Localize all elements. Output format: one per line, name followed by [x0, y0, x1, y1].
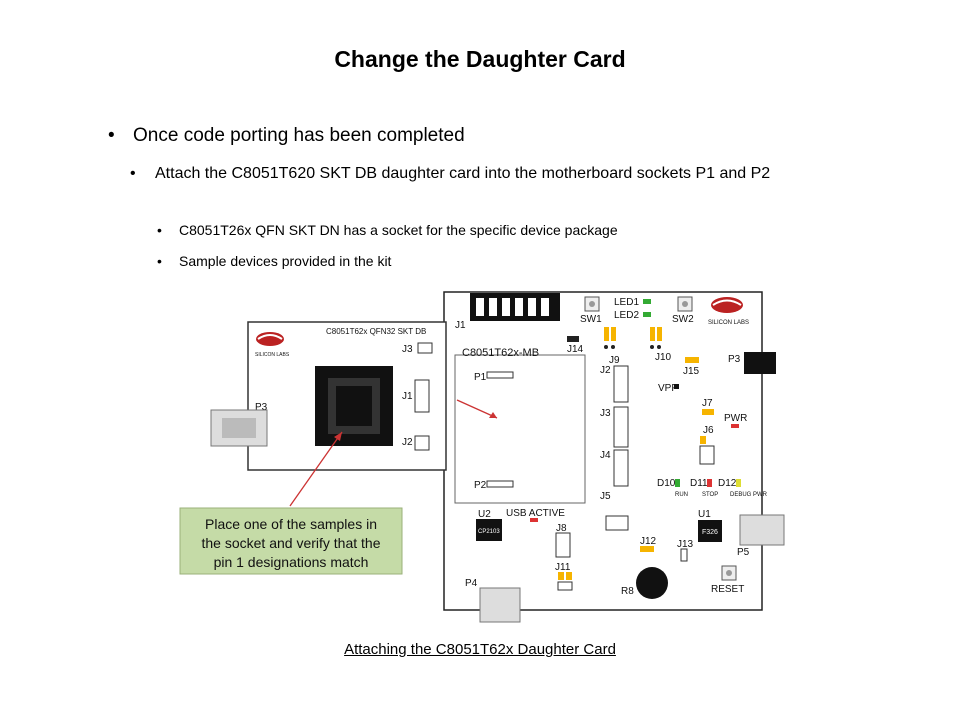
label-j15: J15 — [683, 366, 700, 377]
label-led1: LED1 — [614, 297, 639, 308]
label-dc-p3: P3 — [255, 402, 268, 413]
label-p4: P4 — [465, 578, 478, 589]
label-led2: LED2 — [614, 310, 639, 321]
label-j13: J13 — [677, 539, 694, 550]
label-sw1: SW1 — [580, 314, 602, 325]
label-p5: P5 — [737, 547, 750, 558]
callout-text: Place one of the samples in the socket an… — [202, 516, 381, 570]
bullet-text: Sample devices provided in the kit — [179, 253, 392, 269]
silicon-labs-logo: SILICON LABS — [708, 297, 749, 326]
label-j2: J2 — [600, 365, 611, 376]
bullet-dot-icon: • — [108, 125, 115, 146]
label-j9: J9 — [609, 355, 620, 366]
bullet-level1: • Once code porting has been completed — [108, 125, 833, 147]
label-j10: J10 — [655, 352, 672, 363]
label-p2: P2 — [474, 480, 487, 491]
label-p3: P3 — [728, 354, 741, 365]
p5-usb-connector — [739, 514, 785, 546]
svg-text:SILICON LABS: SILICON LABS — [255, 352, 290, 358]
daughter-silicon-labs-logo: SILICON LABS — [255, 332, 290, 358]
label-j11: J11 — [555, 562, 571, 573]
callout-line: Place one of the samples in — [205, 516, 377, 532]
label-u2: U2 — [478, 509, 491, 520]
bullet-level2: • Attach the C8051T620 SKT DB daughter c… — [130, 163, 795, 185]
bullet-dot-icon: • — [157, 253, 162, 269]
label-dc-j3: J3 — [402, 344, 413, 355]
callout-line: the socket and verify that the — [202, 535, 381, 551]
arrow-to-socket — [456, 399, 498, 419]
bullet-level3: • Sample devices provided in the kit — [157, 253, 799, 269]
label-dc-j2: J2 — [402, 437, 413, 448]
arrow-to-pin1 — [289, 431, 343, 507]
label-j7: J7 — [702, 398, 713, 409]
svg-text:SILICON LABS: SILICON LABS — [708, 320, 749, 326]
label-p1: P1 — [474, 372, 487, 383]
label-j4: J4 — [600, 450, 611, 461]
header-pins — [613, 365, 629, 487]
bullet-text: Attach the C8051T620 SKT DB daughter car… — [155, 165, 771, 182]
svg-text:CP2103: CP2103 — [478, 529, 500, 535]
socket-area — [454, 354, 586, 504]
bullet-level3: • C8051T26x QFN SKT DN has a socket for … — [157, 222, 799, 238]
callout-box: Place one of the samples in the socket an… — [179, 507, 403, 575]
bullet-text: C8051T26x QFN SKT DN has a socket for th… — [179, 222, 618, 238]
motherboard: J1 SW1 SW2 LED1 LED2 SILICON LABS J14 J9… — [443, 291, 785, 623]
label-vpp: VPP — [658, 383, 678, 394]
label-d11: D11 — [690, 478, 708, 489]
bullet-dot-icon: • — [130, 165, 136, 182]
label-sw2: SW2 — [672, 314, 694, 325]
daughter-card-header: C8051T62x QFN32 SKT DB — [326, 327, 426, 336]
label-u1: U1 — [698, 509, 711, 520]
bullet-dot-icon: • — [157, 222, 162, 238]
label-d12: D12 — [718, 478, 737, 489]
f326-chip — [698, 520, 722, 542]
label-j8: J8 — [556, 523, 567, 534]
p4-usb-connector — [479, 587, 521, 623]
label-j14: J14 — [567, 344, 584, 355]
figure-caption: Attaching the C8051T62x Daughter Card — [344, 641, 616, 658]
bullet-text: Once code porting has been completed — [133, 125, 465, 146]
p3-connector — [744, 352, 776, 374]
label-r8: R8 — [621, 586, 634, 597]
jumper-block-top — [604, 327, 662, 349]
label-run: RUN — [675, 492, 688, 498]
slide-title: Change the Daughter Card — [334, 46, 626, 72]
label-j12: J12 — [640, 536, 657, 547]
label-usb-active: USB ACTIVE — [506, 508, 565, 519]
label-j1: J1 — [455, 320, 466, 331]
svg-text:F326: F326 — [702, 529, 718, 536]
label-j6: J6 — [703, 425, 714, 436]
label-reset: RESET — [711, 584, 744, 595]
label-dc-j1: J1 — [402, 391, 413, 402]
cp2103-chip — [476, 519, 502, 541]
board-name: C8051T62x-MB — [462, 347, 539, 359]
r8-potentiometer — [636, 567, 668, 599]
label-pwr: PWR — [724, 413, 747, 424]
callout-line: pin 1 designations match — [214, 554, 369, 570]
label-stop: STOP — [702, 492, 718, 498]
label-j3: J3 — [600, 408, 611, 419]
daughter-card: C8051T62x QFN32 SKT DB SILICON LABS J3 J… — [210, 321, 447, 471]
label-j5: J5 — [600, 491, 611, 502]
label-debug-pwr: DEBUG PWR — [730, 492, 768, 498]
label-d10: D10 — [657, 478, 676, 489]
